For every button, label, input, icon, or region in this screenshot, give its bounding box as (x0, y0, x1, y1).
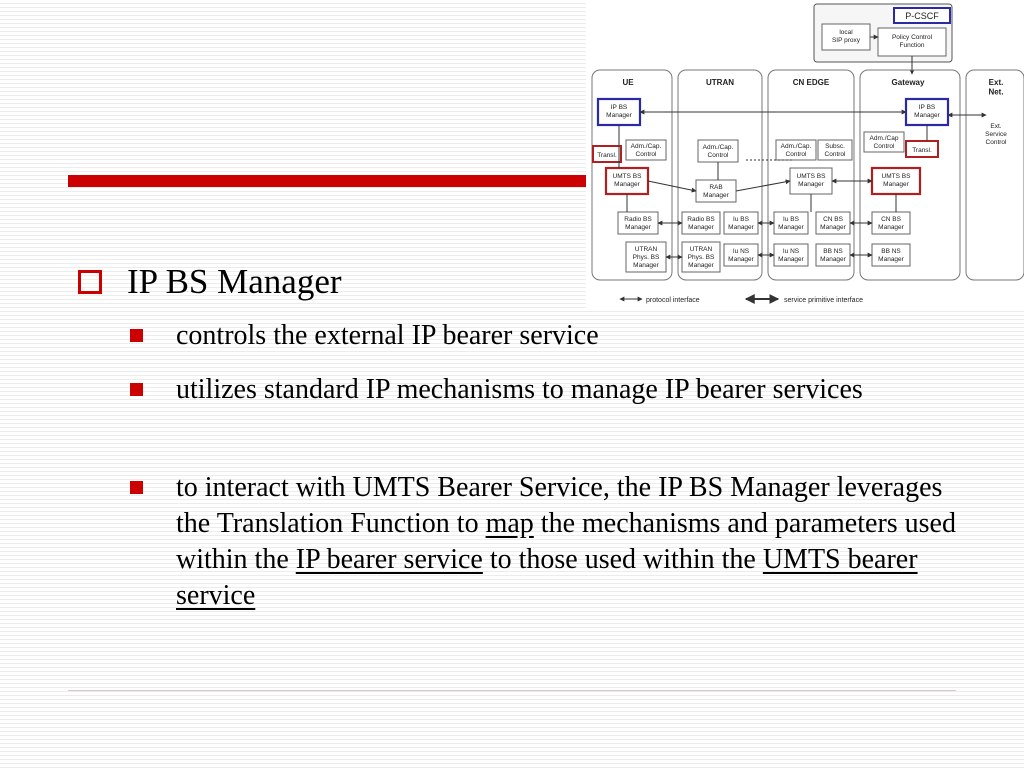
hollow-square-bullet-icon (78, 270, 102, 294)
column-cn-edge (767, 69, 855, 281)
gw-transl-label: Transl. (912, 147, 932, 154)
column-utran (677, 69, 763, 281)
cn-umts-bs-box (789, 167, 833, 195)
ue-adm-cap-box (625, 139, 667, 161)
umts-bs-line-ue (647, 180, 697, 193)
umts-bearer-service-link[interactable]: UMTS bearer service (176, 544, 918, 611)
column-ext-net-label: Ext.Net. (988, 78, 1003, 97)
column-gateway-label: Gateway (892, 78, 925, 87)
ue-adm-cap-label: Adm./Cap.Control (631, 143, 662, 158)
column-gateway (859, 69, 961, 281)
sub-bullet-3-part-1: to interact with UMTS Bearer Service, th… (176, 472, 943, 539)
utran-phys-box (681, 241, 721, 273)
column-ue (591, 69, 673, 281)
column-ext-net (965, 69, 1024, 281)
sub-bullet-3-part-3: to those used within the (482, 544, 763, 575)
ue-transl-box (592, 145, 622, 163)
gw-transl-box (905, 140, 939, 158)
legend-protocol-label: protocol interface (646, 297, 700, 304)
cn-adm-cap-box (775, 139, 817, 161)
cn-adm-cap-label: Adm./Cap.Control (781, 143, 812, 158)
sub-bullet-3-text: to interact with UMTS Bearer Service, th… (176, 470, 956, 614)
pcscf-title: P-CSCF (905, 11, 939, 21)
local-sip-proxy-box (821, 23, 871, 51)
pcscf-title-box (893, 7, 951, 24)
cn-subsc-box (817, 139, 853, 161)
ue-ip-bs-manager-box (596, 97, 642, 127)
column-ue-label: UE (622, 78, 634, 87)
square-bullet-icon (130, 481, 143, 494)
legend-primitive-label: service primitive interface (784, 297, 863, 304)
sub-bullet-1-text: controls the external IP bearer service (176, 320, 599, 351)
heading-text: IP BS Manager (127, 262, 342, 301)
title-accent-bar (68, 175, 588, 187)
square-bullet-icon (130, 383, 143, 396)
column-utran-label: UTRAN (706, 78, 734, 87)
square-bullet-icon (130, 329, 143, 342)
column-cn-edge-label: CN EDGE (793, 78, 830, 87)
ue-transl-label: Transl. (597, 152, 617, 159)
map-link[interactable]: map (485, 508, 534, 539)
footer-divider (68, 690, 956, 691)
sub-bullet-3-part-2: the mechanisms and parameters used withi… (176, 508, 956, 575)
ip-bearer-service-link[interactable]: IP bearer service (295, 544, 483, 575)
policy-control-box (877, 27, 947, 57)
cn-subsc-label: Subsc.Control (825, 143, 847, 158)
gw-adm-cap-box (863, 131, 905, 153)
sub-bullet-2-text: utilizes standard IP mechanisms to manag… (176, 374, 863, 405)
utran-adm-cap-label: Adm./Cap.Control (703, 144, 734, 159)
umts-bs-line-cn (735, 179, 791, 192)
